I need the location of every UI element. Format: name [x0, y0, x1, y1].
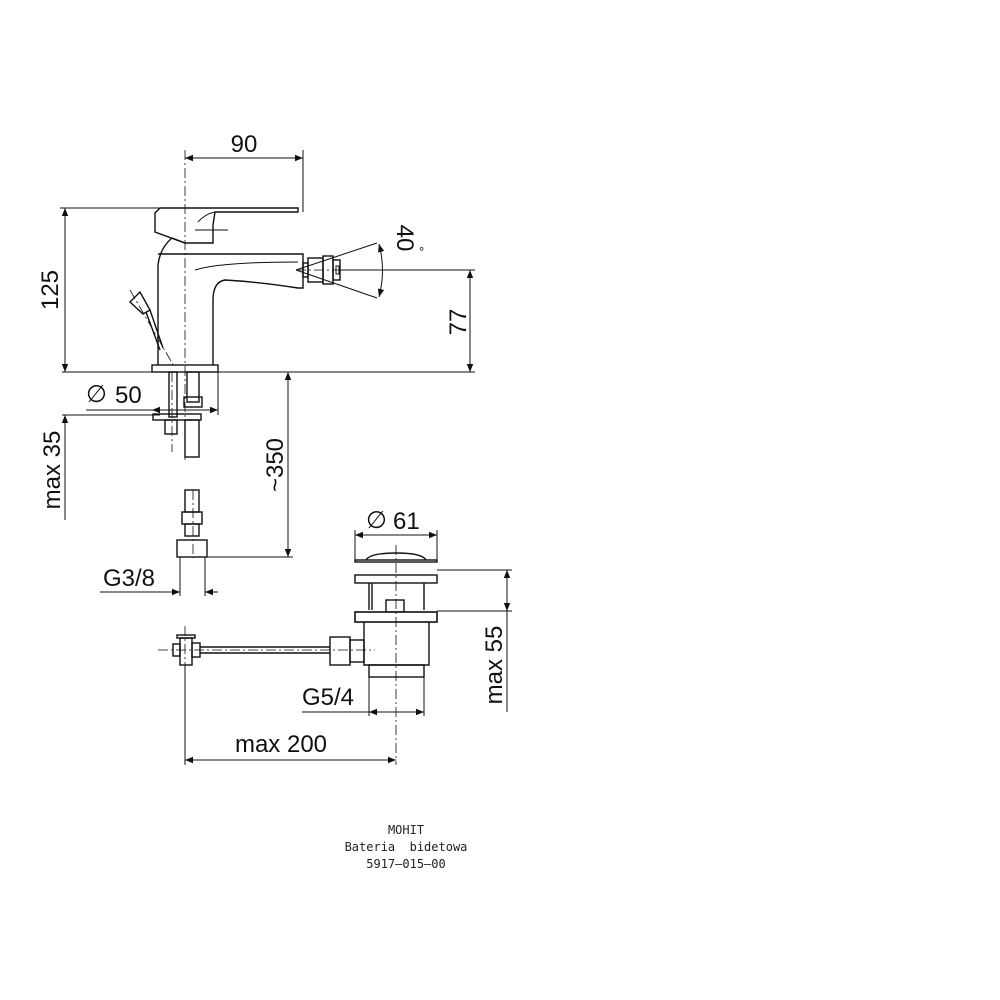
base-diameter-label: 50 — [115, 382, 142, 409]
pull-rod-label: max 200 — [235, 731, 327, 758]
caption-brand: MOHIT — [388, 823, 424, 837]
spout-reach-label: 90 — [231, 131, 258, 158]
faucet-body — [151, 207, 304, 373]
dimension-connection-thread: G3/8 — [100, 557, 218, 596]
degree-symbol: ° — [419, 244, 424, 259]
aerator-angle-label: 40 — [391, 225, 418, 252]
dimension-drain-diameter: ∅ 61 — [354, 507, 438, 560]
hose-length-label: ~350 — [262, 438, 289, 492]
drain-thread-label: G5/4 — [302, 684, 354, 711]
deck-thickness-label: max 35 — [39, 431, 66, 510]
base-diameter-symbol: ∅ — [86, 381, 107, 408]
dimension-base-diameter: ∅ 50 — [86, 372, 219, 415]
dimension-drain-thread: G5/4 — [302, 677, 425, 716]
drain-diameter-label: 61 — [393, 508, 420, 535]
mounting-assembly — [152, 371, 208, 558]
pop-up-drain — [158, 545, 438, 765]
drain-diameter-symbol: ∅ — [366, 507, 387, 534]
dimension-hose-length: ~350 — [207, 372, 293, 558]
dimension-drain-height: max 55 — [437, 569, 512, 712]
spout-height-label: 77 — [445, 309, 472, 336]
caption-code: 5917–015–00 — [366, 857, 445, 871]
drain-height-label: max 55 — [481, 626, 508, 705]
total-height-label: 125 — [37, 270, 64, 310]
dimension-spout-reach: 90 — [185, 131, 304, 212]
dimension-spout-height: 77 — [340, 269, 475, 372]
caption-product: Bateria bidetowa — [345, 840, 468, 854]
pull-rod — [128, 289, 176, 369]
dimension-aerator-angle: 40 ° — [295, 225, 424, 299]
dimension-deck-thickness: max 35 — [39, 414, 160, 520]
connection-thread-label: G3/8 — [103, 565, 155, 592]
dimension-pull-rod: max 200 — [184, 665, 396, 765]
dimension-total-height: 125 — [37, 207, 475, 373]
title-block: MOHIT Bateria bidetowa 5917–015–00 — [345, 823, 468, 871]
